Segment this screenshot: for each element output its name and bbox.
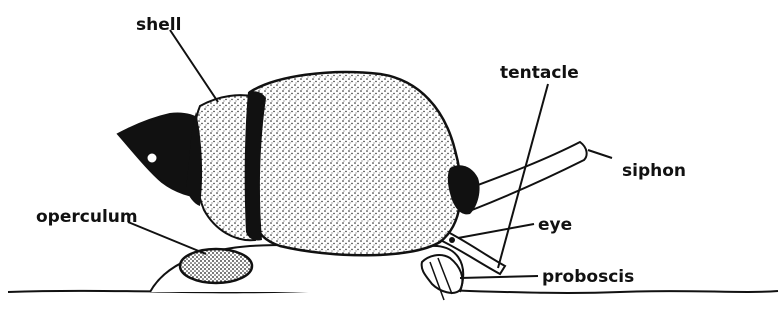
label-operculum: operculum [36,207,138,227]
label-shell: shell [136,15,181,35]
label-eye: eye [538,215,572,235]
leader-eye [458,224,534,238]
leader-shell [170,30,218,102]
siphon-shape [470,142,587,210]
label-proboscis: proboscis [542,267,634,287]
operculum-shape [180,249,252,283]
label-tentacle: tentacle [500,63,579,83]
eye-dot [449,237,455,243]
apex-spot [147,153,157,163]
leader-siphon [588,150,612,158]
leader-proboscis [460,276,538,278]
leader-operculum [128,222,206,254]
shell-body-whorl [249,72,461,255]
label-siphon: siphon [622,161,686,181]
